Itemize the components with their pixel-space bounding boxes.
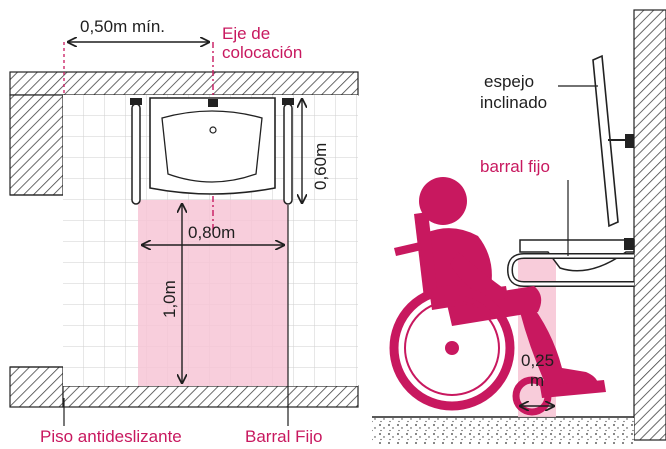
section-view: 0,25 m espejo inclinado barral fijo (372, 9, 666, 444)
top-wall (9, 71, 359, 96)
mirror-label-line-2: inclinado (480, 93, 547, 112)
clear-width-label: 0,80m (188, 223, 235, 242)
axis-label-line-2: colocación (222, 43, 302, 62)
bottom-wall (62, 385, 359, 408)
clear-depth-label: 1,0m (160, 280, 179, 318)
chair-back (414, 212, 438, 298)
grab-bar-label: Barral Fijo (245, 427, 322, 444)
tilted-mirror (592, 54, 634, 228)
head (419, 177, 467, 225)
plan-view: 0,50m mín. 0,80m 1,0m 0,60m Eje de coloc… (9, 17, 359, 446)
left-wall-upper (9, 94, 64, 196)
door-opening (10, 194, 63, 368)
knee-clearance-value: 0,25 (521, 351, 554, 370)
left-wall-lower (9, 366, 64, 408)
min-offset-label: 0,50m mín. (80, 17, 165, 36)
wheelchair-user (394, 177, 606, 398)
axis-label-line-1: Eje de (222, 24, 270, 43)
clearance-zone (138, 200, 288, 386)
grab-bar-right (282, 98, 294, 205)
section-wall (633, 9, 666, 441)
sink-depth-label: 0,60m (311, 143, 330, 190)
mirror-label-line-1: espejo (484, 72, 534, 91)
wheelchair-wheel (389, 285, 552, 416)
section-grab-bar (506, 253, 634, 287)
section-floor (372, 418, 634, 444)
knee-clearance-unit: m (530, 371, 544, 390)
floor-label: Piso antideslizante (40, 427, 182, 444)
chair-seat (430, 286, 508, 310)
section-grab-bar-label: barral fijo (480, 157, 550, 176)
sink (149, 97, 276, 195)
grab-bar-left (130, 98, 142, 205)
push-handle (394, 242, 422, 256)
footrest (540, 380, 606, 398)
lower-leg (520, 300, 599, 390)
